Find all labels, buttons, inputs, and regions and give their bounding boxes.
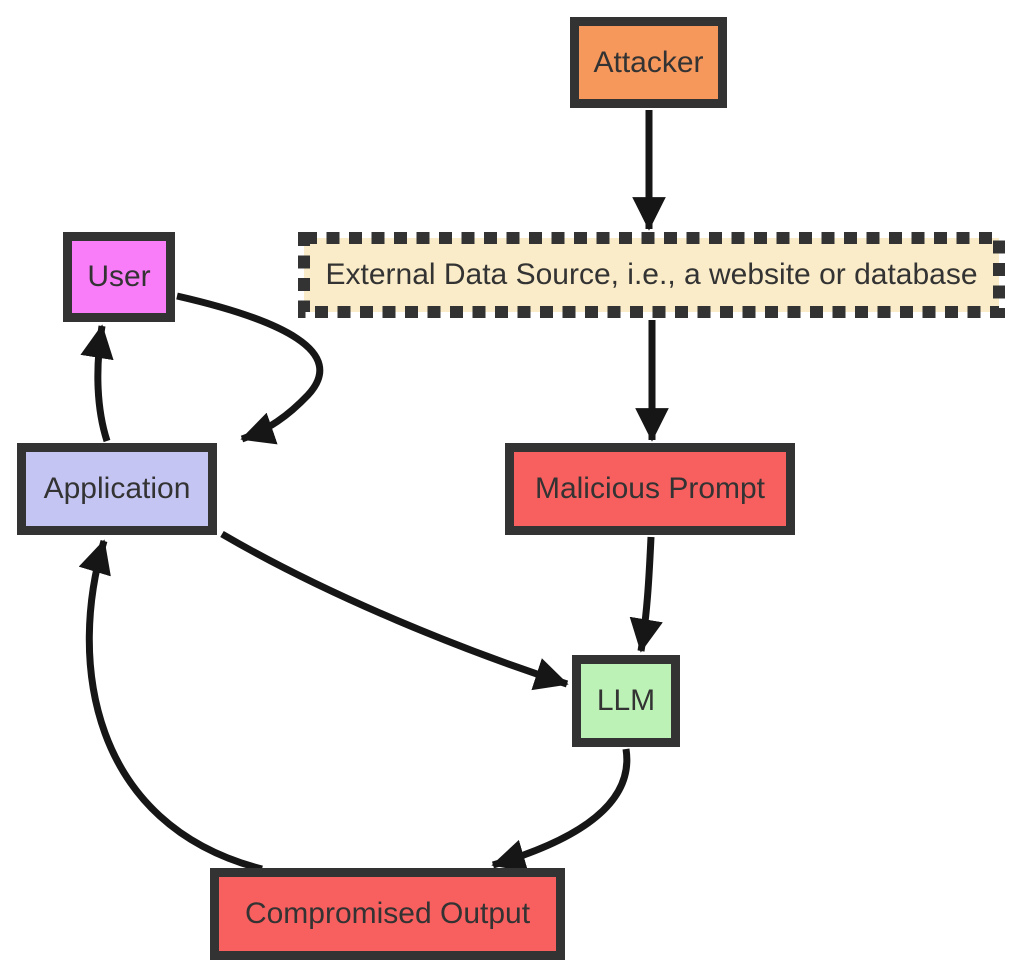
nodes-layer bbox=[17, 17, 1005, 960]
node-malicious-prompt-box bbox=[505, 443, 795, 535]
edge-llm-to-compromised bbox=[491, 748, 631, 873]
node-compromised-output-box bbox=[210, 868, 565, 960]
node-external-data-source-box bbox=[298, 232, 1005, 318]
edge-malicious-to-llm bbox=[629, 536, 663, 653]
node-llm-box bbox=[572, 655, 680, 747]
node-application-box bbox=[17, 443, 217, 535]
edges-layer bbox=[78, 110, 669, 873]
edge-application-to-user bbox=[80, 324, 114, 443]
node-attacker-box bbox=[570, 17, 727, 108]
edge-application-to-llm bbox=[220, 530, 569, 691]
edge-compromised-to-application bbox=[78, 539, 263, 873]
edge-user-to-application bbox=[176, 292, 324, 445]
node-user-box bbox=[63, 232, 175, 322]
